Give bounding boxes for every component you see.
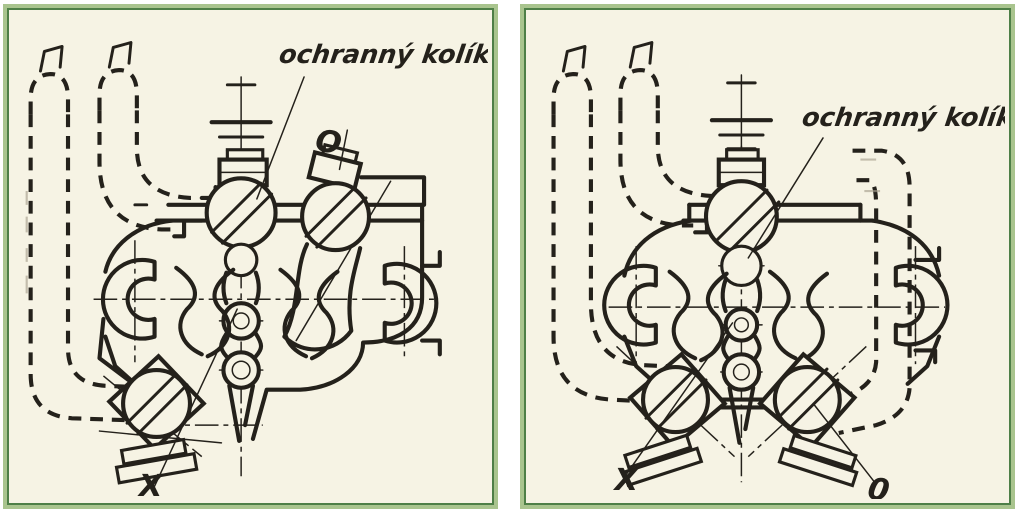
marker-o: O — [313, 123, 345, 162]
diagram-panel-left: ochranný kolík O X — [3, 4, 498, 509]
protective-pin-callout: ochranný kolík — [747, 103, 1005, 259]
spring-clip-left — [174, 265, 236, 359]
c-clip-left — [602, 263, 658, 347]
gas-cylinder-2 — [97, 41, 200, 232]
valve-drawing-left: ochranný kolík O X — [25, 40, 488, 499]
marker-x: X — [613, 463, 640, 498]
c-clip-right — [893, 246, 950, 365]
protective-pin-label: ochranný kolík — [277, 40, 488, 70]
marker-o: 0 — [865, 471, 892, 499]
c-clip-right — [382, 249, 442, 357]
valve-screw-bottom-right — [757, 351, 877, 488]
valve-screw-top-right — [282, 142, 372, 352]
marker-x: X — [137, 469, 164, 499]
valve-drawing-right: ochranný kolík X 0 — [551, 41, 1005, 499]
valve-screw-top-left — [204, 148, 278, 250]
valve-screw-top-center — [703, 148, 781, 255]
gas-cylinder-1 — [551, 44, 690, 406]
valve-screw-bottom-left — [622, 322, 734, 488]
spring-clip-left — [667, 269, 729, 363]
protective-pin-label: ochranný kolík — [800, 103, 1005, 133]
spring-clip-right — [278, 267, 340, 361]
protective-pin-callout: ochranný kolík — [256, 40, 488, 200]
diagram-panel-right: ochranný kolík X 0 — [520, 4, 1015, 509]
spring-clip-right — [767, 269, 830, 363]
valve-screw-bottom-left — [106, 308, 238, 487]
gas-cylinder-2 — [618, 41, 721, 228]
marker-o-callout: O — [313, 123, 349, 171]
pin-linkage — [720, 244, 763, 445]
